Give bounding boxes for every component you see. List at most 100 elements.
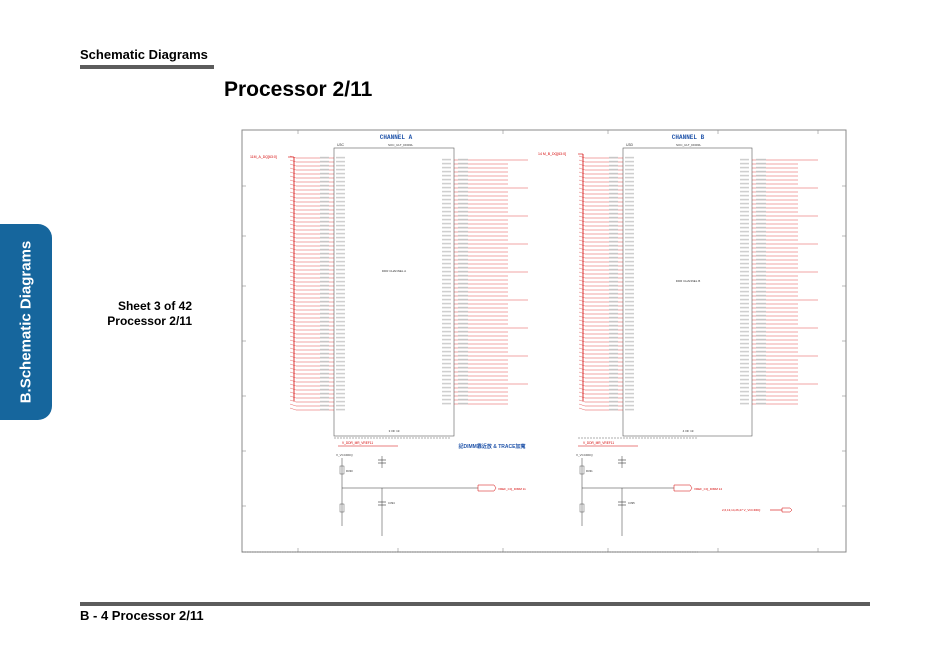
pin-label [609, 304, 618, 307]
pin-name [740, 382, 749, 385]
pin-label [320, 172, 329, 175]
bus-entry [578, 407, 586, 411]
pin-label [756, 274, 766, 277]
pin-label [756, 162, 766, 165]
bus-entry [578, 251, 586, 255]
pin-name [740, 206, 749, 209]
pin-label [609, 180, 618, 183]
pin-name [740, 194, 749, 197]
pin-label [458, 166, 468, 169]
pin-name [442, 290, 451, 293]
pin-label [609, 392, 618, 395]
pin-label [609, 220, 618, 223]
pin-name [442, 314, 451, 317]
pin-name [740, 170, 749, 173]
pin-label [458, 214, 468, 217]
pin-name [740, 302, 749, 305]
pin-label [320, 276, 329, 279]
pin-label [458, 242, 468, 245]
pin-label [320, 396, 329, 399]
pin-name [625, 352, 634, 355]
bus-entry [578, 183, 586, 187]
pin-name [740, 226, 749, 229]
pin-label [320, 220, 329, 223]
bus-entry [289, 351, 297, 355]
pin-name [740, 334, 749, 337]
vref-circuit-a: V_DDR_MR_VREF11 V_VCCDDQ R330 C394 VREF_… [336, 441, 526, 536]
pin-label [609, 368, 618, 371]
pin-name [442, 162, 451, 165]
pin-name [625, 340, 634, 343]
pin-name [442, 274, 451, 277]
chip-b-name: DDR CHANNEL B [676, 279, 700, 283]
bus-entry [578, 219, 586, 223]
pin-name [442, 210, 451, 213]
bus-entry [289, 303, 297, 307]
bus-entry [289, 311, 297, 315]
chip-b-sheet: 4 OF 19 [683, 429, 694, 433]
pin-label [609, 404, 618, 407]
pin-name [625, 328, 634, 331]
pin-label [320, 240, 329, 243]
chip-a-ref: U3C [337, 143, 344, 147]
pin-label [458, 370, 468, 373]
pin-name [625, 232, 634, 235]
pin-name [625, 384, 634, 387]
sheet-number: Sheet 3 of 42 [117, 299, 192, 313]
pin-name [442, 354, 451, 357]
pin-name [625, 396, 634, 399]
pin-name [740, 370, 749, 373]
bus-entry [289, 167, 297, 171]
pin-name [625, 200, 634, 203]
bus-entry [578, 179, 586, 183]
bus-entry [578, 311, 586, 315]
pin-name [740, 254, 749, 257]
pin-label [756, 174, 766, 177]
pin-name [625, 264, 634, 267]
pin-label [609, 216, 618, 219]
pin-label [320, 252, 329, 255]
pin-label [320, 176, 329, 179]
bus-entry [289, 171, 297, 175]
pin-name [625, 344, 634, 347]
pin-label [320, 344, 329, 347]
pin-name [740, 354, 749, 357]
pin-label [609, 408, 618, 411]
pin-name [336, 176, 345, 179]
pin-name [740, 266, 749, 269]
pin-label [756, 378, 766, 381]
bus-entry [578, 335, 586, 339]
pin-name [442, 374, 451, 377]
pin-name [625, 180, 634, 183]
bus-entry [289, 291, 297, 295]
bus-entry [578, 195, 586, 199]
pin-name [442, 254, 451, 257]
pin-label [320, 272, 329, 275]
pin-label [756, 302, 766, 305]
pin-label [609, 356, 618, 359]
pin-name [336, 384, 345, 387]
pin-name [442, 322, 451, 325]
pin-name [625, 336, 634, 339]
pin-name [625, 376, 634, 379]
pin-name [625, 240, 634, 243]
pin-label [458, 358, 468, 361]
pin-label [458, 382, 468, 385]
pin-label [609, 232, 618, 235]
pin-label [756, 190, 766, 193]
pin-name [740, 398, 749, 401]
pin-label [756, 258, 766, 261]
pin-label [320, 184, 329, 187]
bus-entry [289, 387, 297, 391]
pin-label [756, 342, 766, 345]
pin-label [756, 238, 766, 241]
pin-name [740, 174, 749, 177]
chip-b-part: SOC_ULT_DDR3L [676, 143, 701, 147]
page-title: Processor 2/11 [224, 78, 373, 101]
pin-name [442, 326, 451, 329]
pin-label [458, 378, 468, 381]
pin-name [336, 288, 345, 291]
pin-label [756, 242, 766, 245]
pin-label [756, 226, 766, 229]
bus-entry [578, 351, 586, 355]
